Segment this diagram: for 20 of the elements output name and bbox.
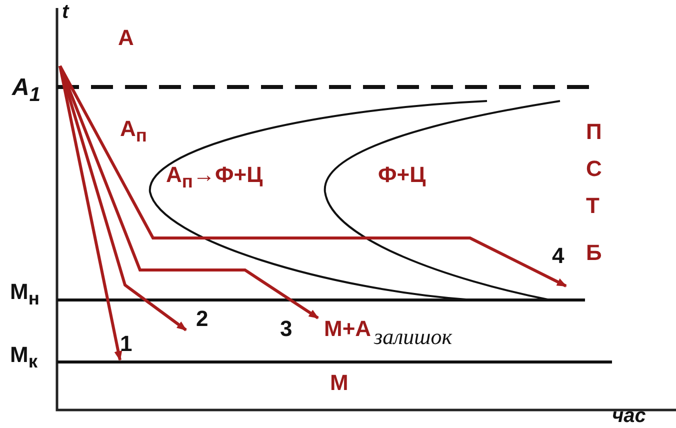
phase-label: А$_{п}$ (120, 118, 147, 145)
axis-label: A$_{1}$ (12, 76, 40, 105)
phase-label: С (586, 158, 602, 180)
axis-label: t (62, 2, 69, 22)
phase-label: М (330, 372, 348, 394)
phase-label: Ф+Ц (378, 164, 426, 186)
phase-label: Б (586, 242, 602, 264)
phase-label: М+А (324, 318, 372, 340)
curve-number: 4 (552, 245, 564, 267)
curve-number: 3 (280, 318, 292, 340)
phase-label: Т (586, 195, 600, 217)
axis-label: M$_{н}$ (10, 281, 40, 308)
phase-label: П (586, 121, 602, 143)
phase-label: залишок (374, 326, 452, 348)
phase-label: А (118, 27, 134, 49)
curve-number: 2 (196, 308, 208, 330)
phase-label: А$_{п}$→Ф+Ц (166, 164, 263, 191)
curve-number: 1 (120, 333, 132, 355)
axis-label: час (612, 406, 646, 426)
axis-label: M$_{к}$ (10, 344, 38, 371)
